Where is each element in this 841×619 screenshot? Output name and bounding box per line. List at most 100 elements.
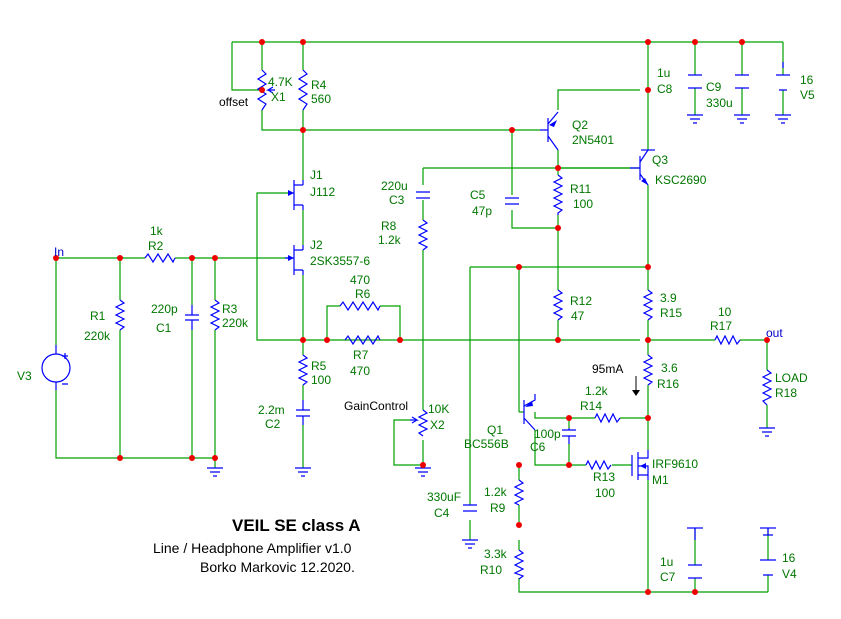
v4-ref: V4 bbox=[782, 567, 797, 581]
v4-supply bbox=[760, 528, 776, 576]
r3-resistor bbox=[209, 299, 221, 331]
x1-potentiometer bbox=[256, 69, 268, 111]
v3-ref: V3 bbox=[17, 369, 32, 383]
c8-value: 1u bbox=[657, 66, 670, 80]
c7-capacitor bbox=[688, 528, 702, 579]
r12-resistor bbox=[552, 289, 564, 321]
r9-value: 1.2k bbox=[484, 485, 508, 499]
c2-ref: C2 bbox=[265, 417, 281, 431]
c9-value: 330u bbox=[706, 96, 733, 110]
q3-transistor bbox=[630, 149, 649, 186]
q1-ref: Q1 bbox=[487, 423, 503, 437]
c1-ref: C1 bbox=[156, 321, 172, 335]
q2-ref: Q2 bbox=[572, 118, 588, 132]
r14-value: 1.2k bbox=[585, 384, 609, 398]
r10-ref: R10 bbox=[480, 563, 502, 577]
r6-ref: R6 bbox=[355, 287, 371, 301]
net-in-label: In bbox=[54, 245, 64, 259]
j2-fet bbox=[285, 245, 304, 275]
m1-ref: IRF9610 bbox=[652, 457, 698, 471]
r17-resistor bbox=[714, 334, 741, 346]
r18-ref: LOAD bbox=[775, 371, 808, 385]
x2-note: GainControl bbox=[344, 399, 408, 413]
r8-value: 1.2k bbox=[378, 233, 402, 247]
ground-symbols bbox=[207, 114, 791, 549]
c9-capacitor bbox=[688, 74, 702, 89]
q2-transistor bbox=[540, 111, 559, 151]
j2-ref: J2 bbox=[310, 238, 323, 252]
r16-resistor bbox=[642, 354, 654, 386]
x2-value: 10K bbox=[428, 402, 449, 416]
components bbox=[41, 62, 791, 580]
r15-value: 3.9 bbox=[660, 291, 677, 305]
r14-ref: R14 bbox=[580, 399, 602, 413]
r6-resistor bbox=[339, 300, 381, 312]
r7-resistor bbox=[344, 334, 381, 346]
v3-source bbox=[41, 345, 71, 390]
v4-value: 16 bbox=[782, 551, 796, 565]
x2-ref: X2 bbox=[430, 418, 445, 432]
r10-value: 3.3k bbox=[484, 547, 508, 561]
r5-ref: R5 bbox=[311, 359, 327, 373]
c5-capacitor bbox=[505, 197, 519, 205]
c7-ref: C7 bbox=[660, 570, 676, 584]
schematic-subtitle: Line / Headphone Amplifier v1.0 bbox=[153, 540, 352, 556]
c2-capacitor bbox=[296, 400, 310, 425]
c4-value: 330uF bbox=[427, 490, 461, 504]
r2-ref: R2 bbox=[148, 239, 164, 253]
r4-resistor bbox=[297, 69, 309, 111]
r16-ref: R16 bbox=[657, 377, 679, 391]
r14-resistor bbox=[594, 412, 621, 424]
x1-ref: X1 bbox=[271, 90, 286, 104]
x1-value: 4.7K bbox=[268, 75, 293, 89]
c2-value: 2.2m bbox=[258, 403, 285, 417]
m1-value: M1 bbox=[652, 473, 669, 487]
c5-value: 47p bbox=[472, 204, 492, 218]
c5-ref: C5 bbox=[470, 188, 486, 202]
junctions bbox=[53, 39, 770, 595]
c3-capacitor bbox=[416, 191, 430, 199]
r13-resistor bbox=[585, 459, 612, 471]
r6-value: 470 bbox=[350, 273, 370, 287]
c1-value: 220p bbox=[151, 302, 178, 316]
j2-value: 2SK3557-6 bbox=[310, 254, 370, 268]
r9-ref: R9 bbox=[490, 501, 506, 515]
q3-ref: Q3 bbox=[652, 153, 668, 167]
j1-jfet bbox=[288, 180, 304, 210]
r2-value: 1k bbox=[150, 224, 164, 238]
c4-ref: C4 bbox=[434, 506, 450, 520]
r16-value: 3.6 bbox=[661, 361, 678, 375]
c3-value: 220u bbox=[381, 179, 408, 193]
r11-value: 100 bbox=[573, 197, 593, 211]
r18-resistor bbox=[761, 369, 773, 406]
c3-ref: C3 bbox=[389, 193, 405, 207]
r15-resistor bbox=[642, 289, 654, 321]
r3-ref: R3 bbox=[222, 302, 238, 316]
net-out-label: out bbox=[766, 326, 783, 340]
j1-value: J112 bbox=[310, 185, 335, 199]
r15-ref: R15 bbox=[660, 306, 682, 320]
x2-potentiometer bbox=[417, 409, 429, 437]
m1-mosfet bbox=[631, 450, 649, 480]
labels: In out 4.7K X1 offset R4 560 J1 J112 J2 … bbox=[17, 66, 815, 584]
r11-resistor bbox=[552, 174, 564, 215]
v5-value: 16 bbox=[800, 73, 814, 87]
r5-resistor bbox=[297, 354, 309, 386]
x1-note: offset bbox=[219, 95, 249, 109]
r10-resistor bbox=[513, 549, 525, 580]
schematic-title: VEIL SE class A bbox=[232, 516, 361, 535]
r13-value: 100 bbox=[595, 486, 615, 500]
r2-resistor bbox=[144, 252, 176, 264]
c6-value: 100p bbox=[534, 427, 561, 441]
r8-ref: R8 bbox=[381, 219, 397, 233]
v5-ref: V5 bbox=[800, 88, 815, 102]
j1-ref: J1 bbox=[310, 168, 323, 182]
r4-ref: R4 bbox=[311, 78, 327, 92]
c7-value: 1u bbox=[660, 555, 673, 569]
r17-ref: R17 bbox=[710, 319, 732, 333]
q2-value: 2N5401 bbox=[572, 133, 614, 147]
q3-value: KSC2690 bbox=[655, 173, 707, 187]
c6-ref: C6 bbox=[530, 440, 546, 454]
